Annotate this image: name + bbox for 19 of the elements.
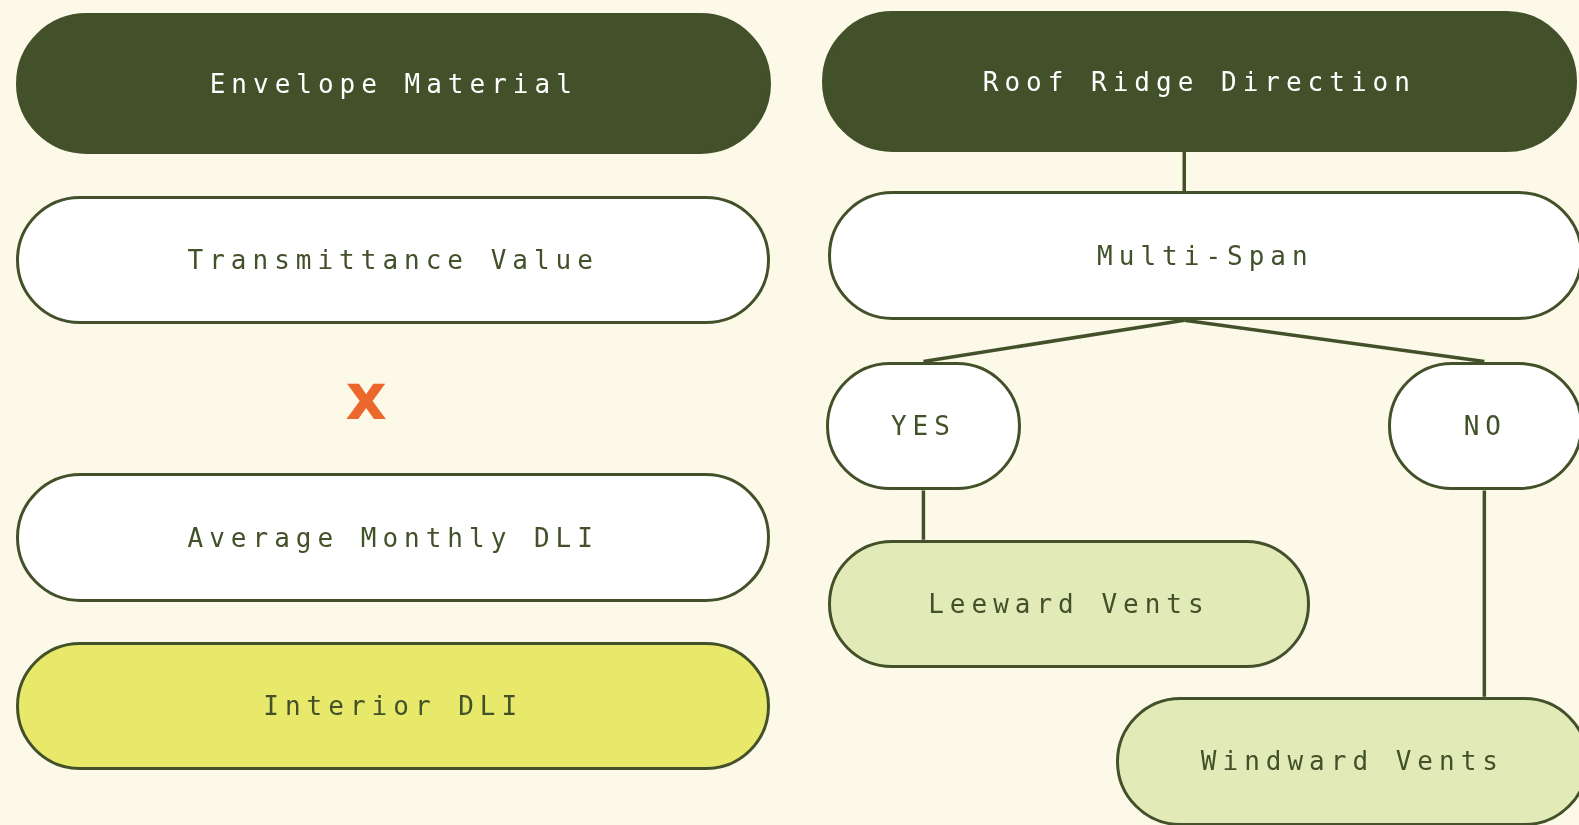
process-pill — [1115, 696, 1579, 825]
process-pill — [827, 191, 1579, 321]
connector-line — [921, 490, 926, 540]
connector-line — [1184, 318, 1485, 364]
node-label: Roof Ridge Direction — [982, 66, 1416, 97]
node-label: Leeward Vents — [928, 588, 1210, 619]
connector-line — [923, 318, 1185, 364]
node-label: Envelope Material — [209, 68, 578, 99]
connector-line — [1482, 490, 1487, 697]
node-label: NO — [1463, 410, 1507, 441]
node-label: Interior DLI — [263, 691, 524, 722]
node-label: YES — [890, 410, 956, 441]
multiply-sign: x — [345, 364, 387, 429]
node-label: Multi-Span — [1097, 240, 1314, 271]
process-pill — [1387, 361, 1579, 491]
node-label: Average Monthly DLI — [187, 522, 599, 553]
node-label: Windward Vents — [1200, 746, 1504, 777]
node-label: Transmittance Value — [187, 245, 599, 276]
connector-line — [1182, 152, 1186, 192]
